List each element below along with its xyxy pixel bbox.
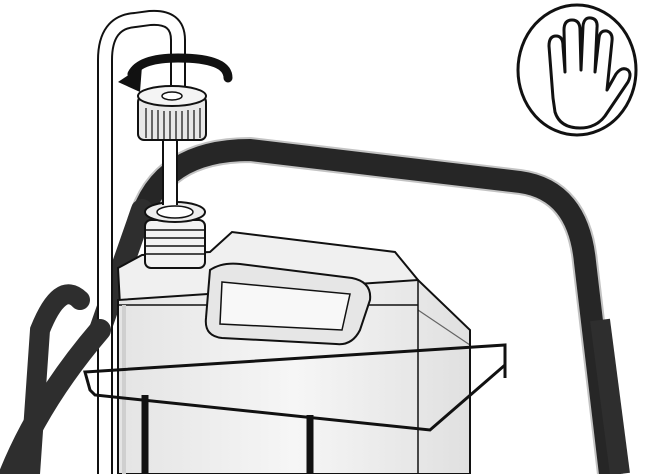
stop-hand-icon [518,5,636,135]
cap [138,86,206,140]
canister-neck [145,202,205,268]
canister [118,202,470,474]
